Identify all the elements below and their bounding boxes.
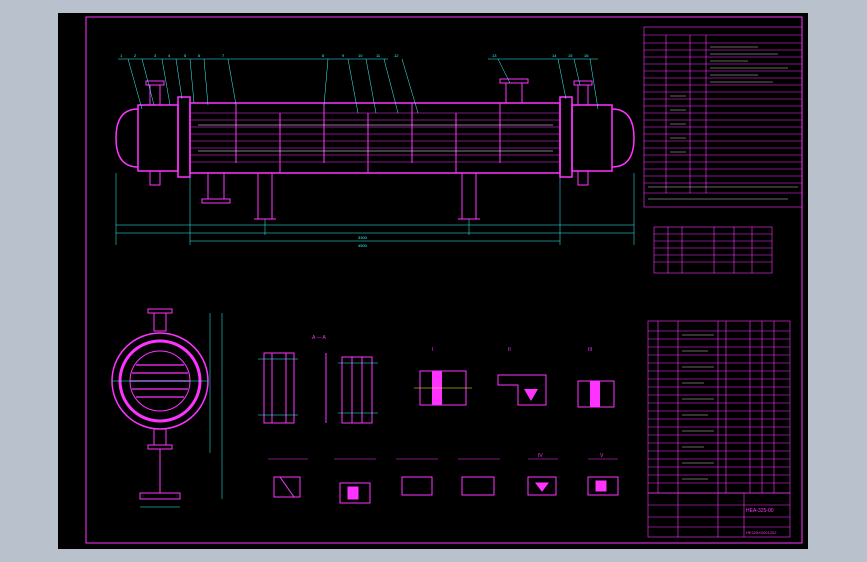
svg-text:5: 5 [184, 53, 187, 58]
end-view [111, 308, 223, 508]
detail-I-label: I [432, 347, 433, 353]
nozzle-table [653, 226, 773, 274]
svg-text:12: 12 [394, 53, 399, 58]
section-a-a: A — A [258, 335, 378, 424]
saddle-right [458, 172, 480, 220]
main-dimensions [115, 173, 635, 245]
sheet-border [85, 16, 803, 544]
parts-list-table [647, 320, 791, 494]
detail-III: III [577, 347, 615, 408]
design-data-table [643, 26, 803, 208]
svg-text:10: 10 [358, 53, 363, 58]
svg-text:6: 6 [198, 53, 201, 58]
dim-length: 3300 [358, 235, 368, 240]
svg-text:8: 8 [322, 53, 325, 58]
detail-IV-label: IV [538, 453, 543, 459]
svg-text:2: 2 [134, 53, 137, 58]
svg-text:14: 14 [552, 53, 557, 58]
svg-text:16: 16 [584, 53, 589, 58]
svg-text:9: 9 [342, 53, 345, 58]
svg-text:11: 11 [376, 53, 381, 58]
nozzle-n2 [149, 170, 161, 186]
detail-I: I [414, 347, 472, 406]
dim-total: 4500 [358, 243, 368, 248]
small-details-row [273, 476, 619, 504]
drawing-number: HEA-325-00 [746, 508, 774, 514]
right-head [611, 108, 635, 168]
left-head [115, 108, 139, 168]
svg-text:15: 15 [568, 53, 573, 58]
svg-text:3: 3 [154, 53, 157, 58]
detail-V-label: V [600, 453, 604, 459]
nozzle-n3 [207, 172, 225, 200]
detail-II: II [497, 347, 547, 406]
detail-III-label: III [588, 347, 592, 353]
title-block [647, 492, 791, 538]
svg-text:1: 1 [120, 53, 123, 58]
shell [189, 102, 561, 174]
title-code: HE325X0001202 [746, 530, 777, 535]
nozzle-n4 [505, 82, 523, 104]
nozzle-n5 [577, 84, 589, 106]
svg-text:13: 13 [492, 53, 497, 58]
svg-text:7: 7 [222, 53, 225, 58]
detail-II-label: II [508, 347, 511, 353]
saddle-left [254, 172, 276, 220]
section-label: A — A [312, 335, 327, 341]
baffles [235, 103, 501, 173]
tube-bundle [190, 112, 560, 163]
svg-text:4: 4 [168, 53, 171, 58]
nozzle-n6 [577, 170, 589, 186]
